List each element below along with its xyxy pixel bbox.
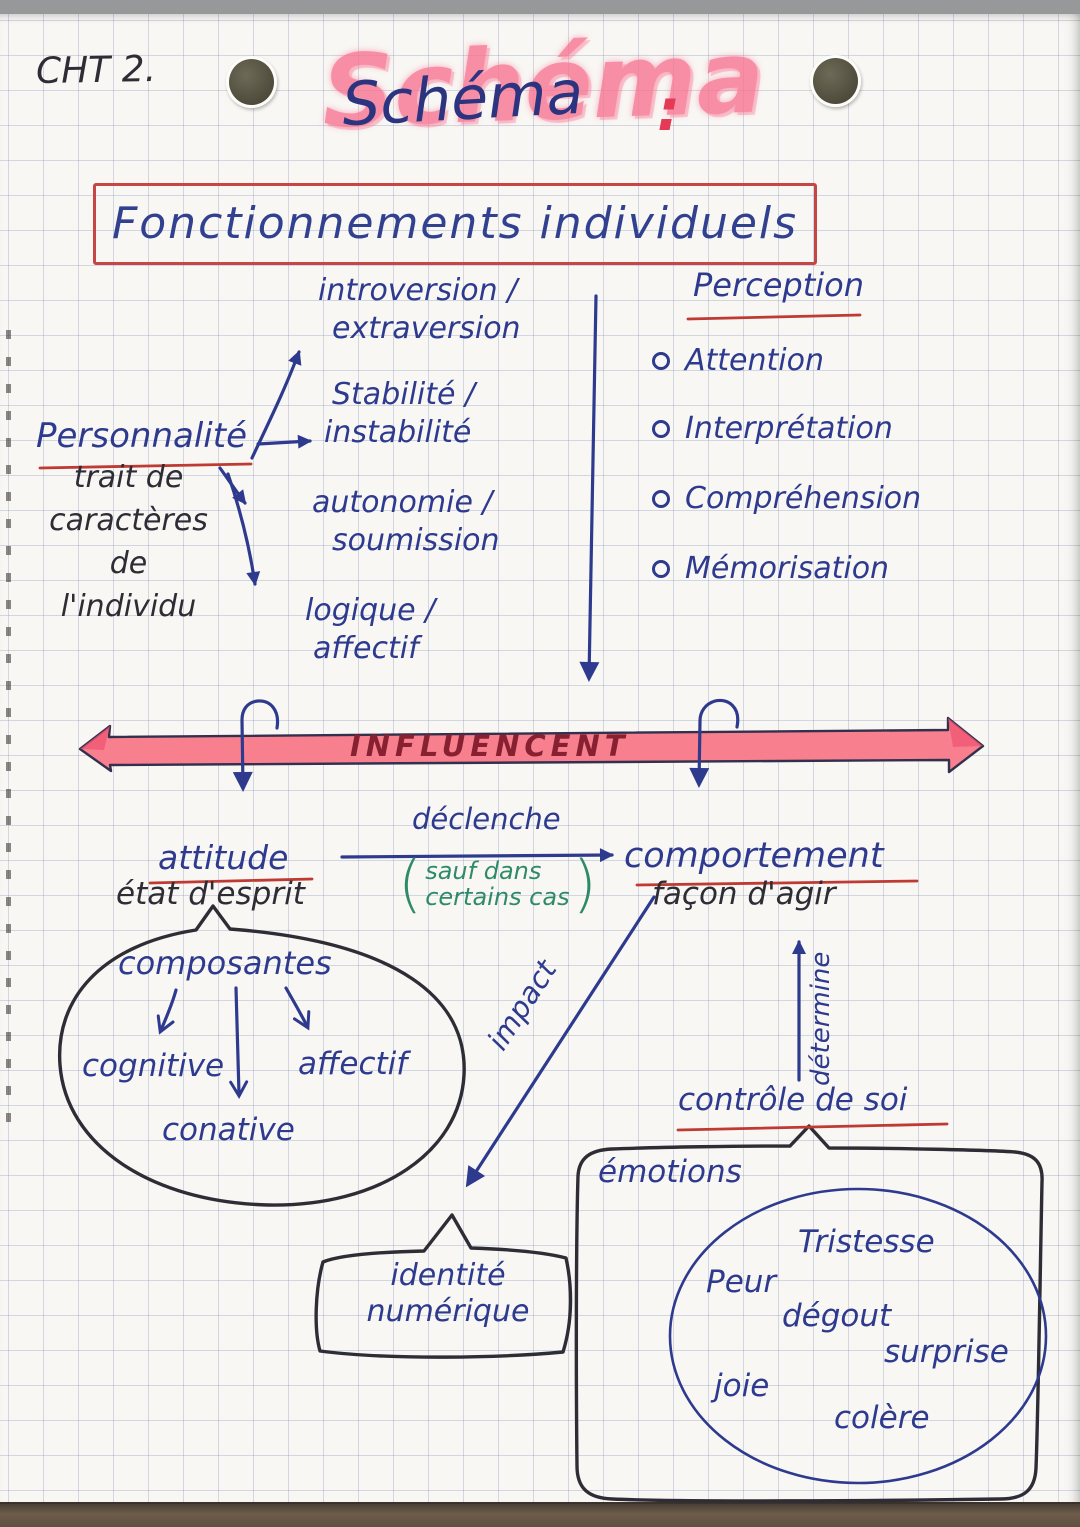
emotion-peur: Peur [706,1264,777,1300]
dim2-line1: Stabilité / [332,377,476,412]
exception-note: ( sauf dans certains cas ) [398,847,597,920]
declenche-label: déclenche [412,802,561,836]
personnalite-def-line1: trait de [73,460,184,495]
dim4-line2: affectif [313,630,419,666]
emotion-tristesse: Tristesse [798,1224,935,1260]
chapter-label: CHT 2. [35,48,157,93]
perception-item-interpretation: Interprétation [652,410,893,448]
emotion-colere: colère [834,1400,930,1436]
perception-item-memorisation: Mémorisation [652,550,889,588]
determine-label: détermine [806,951,836,1086]
emotion-surprise: surprise [884,1334,1009,1370]
main-topic-box: Fonctionnements individuels [93,183,817,265]
table-background [0,1502,1080,1527]
identite-numerique-label: identité numérique [338,1258,558,1330]
dim3-line1: autonomie / [312,485,493,520]
personnalite-def-line3: de [109,546,148,581]
perception-item-label: Attention [685,343,824,378]
controle-de-soi-label: contrôle de soi [678,1082,908,1118]
torn-paper-edge [6,330,11,1140]
exception-line1: sauf dans [425,856,542,885]
dimension-autonomie: autonomie / soumission [312,484,500,559]
attitude-definition: état d'esprit [116,876,305,912]
bullet-icon [652,559,670,578]
dimension-logique: logique / affectif [305,592,435,667]
dim4-line1: logique / [305,593,436,628]
exception-line2: certains cas [425,882,570,911]
perception-title: Perception [693,266,865,304]
comportement-definition: façon d'agir [652,876,836,912]
hole-punch-left [226,56,277,108]
perception-item-label: Mémorisation [685,551,890,586]
close-paren: ) [572,847,597,920]
identite-line2: numérique [366,1294,530,1329]
perception-item-label: Interprétation [685,411,893,446]
emotion-joie: joie [714,1368,770,1404]
dim1-line2: extraversion [332,310,521,346]
comportement-term: comportement [624,836,884,876]
title-colon: : [657,76,681,144]
open-paren: ( [398,847,423,920]
attitude-term: attitude [158,838,289,877]
composante-cognitive: cognitive [82,1048,225,1084]
bullet-icon [652,489,670,508]
bullet-icon [652,351,670,370]
dim1-line1: introversion / [318,273,518,308]
dim3-line2: soumission [332,522,500,558]
perception-item-attention: Attention [652,342,824,380]
dim2-line2: instabilité [324,414,472,450]
composante-affectif: affectif [298,1046,408,1082]
personnalite-term: Personnalité [36,416,247,456]
composantes-title: composantes [118,944,332,982]
identite-line1: identité [390,1258,506,1293]
bullet-icon [652,419,670,438]
perception-item-label: Compréhension [685,481,922,516]
personnalite-def-line2: caractères [49,503,208,538]
perception-item-comprehension: Compréhension [652,480,921,518]
composante-conative: conative [162,1112,295,1148]
dimension-introversion: introversion / extraversion [318,272,521,347]
emotion-degout: dégout [782,1298,892,1334]
hole-punch-right [810,55,861,107]
title-ink-text: Schéma [340,57,585,141]
main-topic-label: Fonctionnements individuels [111,198,799,249]
emotions-label: émotions [598,1154,742,1190]
dimension-stabilite: Stabilité / instabilité [324,376,476,451]
influencent-label: INFLUENCENT [350,729,630,763]
personnalite-def-line4: l'individu [60,589,197,624]
